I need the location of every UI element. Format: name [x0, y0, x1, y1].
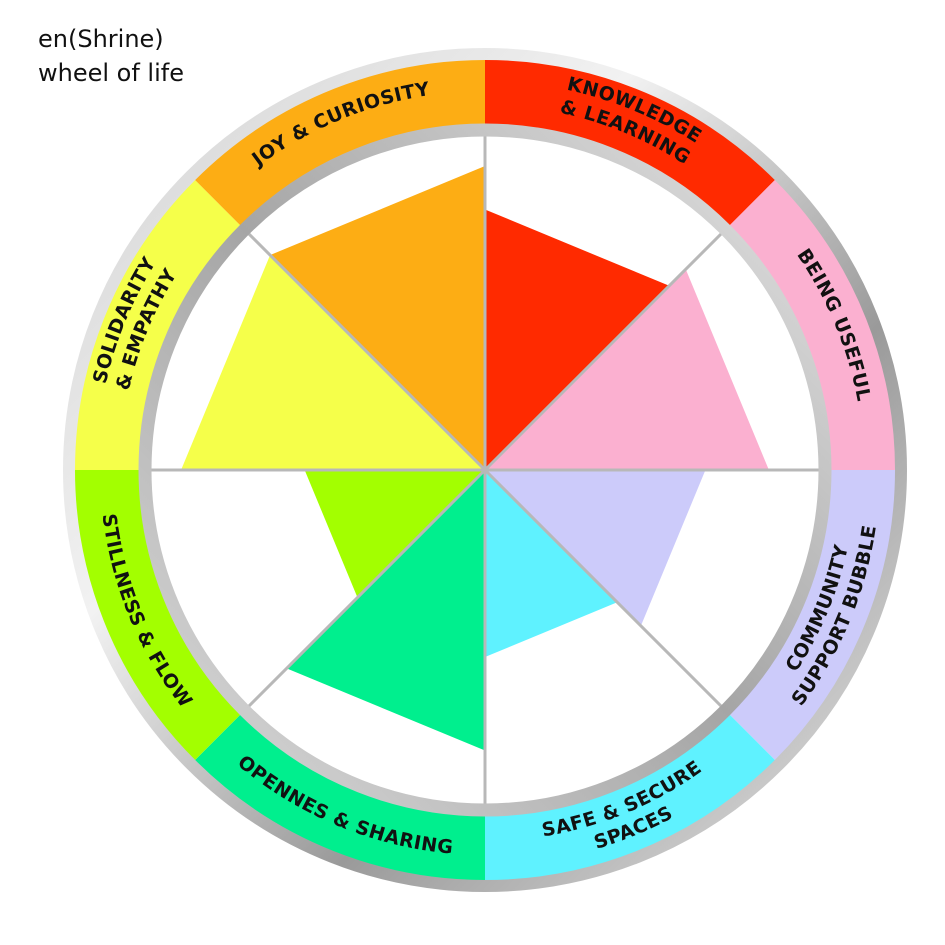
- band-segment-stillness: [73, 470, 241, 762]
- divider-line: [247, 232, 487, 472]
- level-wedge-stillness: [304, 470, 485, 598]
- band-segment-openness: [193, 714, 486, 882]
- divider-line: [247, 468, 487, 708]
- diagram-title: en(Shrine) wheel of life: [38, 22, 184, 90]
- band-segment-safe: [485, 714, 777, 882]
- level-wedges: [181, 166, 769, 751]
- level-wedge-openness: [286, 470, 485, 751]
- band-segment-knowledge: [485, 58, 777, 226]
- divider-line: [483, 468, 723, 708]
- band-segment-solidarity: [73, 178, 241, 471]
- dividers: [151, 136, 819, 804]
- band-segment-useful: [729, 178, 897, 471]
- level-wedge-community: [485, 470, 706, 626]
- level-wedge-solidarity: [181, 255, 485, 470]
- band-segment-community: [729, 470, 897, 762]
- inner-rim: [138, 123, 832, 817]
- level-wedge-useful: [485, 269, 769, 470]
- divider-line: [483, 232, 723, 472]
- level-wedge-safe: [485, 470, 618, 658]
- title-line-2: wheel of life: [38, 59, 184, 87]
- level-wedge-knowledge: [485, 209, 670, 471]
- level-wedge-joy: [270, 166, 485, 470]
- outer-band: [73, 58, 897, 882]
- title-line-1: en(Shrine): [38, 25, 164, 53]
- band-segment-joy: [193, 58, 486, 226]
- outer-rim: [63, 48, 907, 892]
